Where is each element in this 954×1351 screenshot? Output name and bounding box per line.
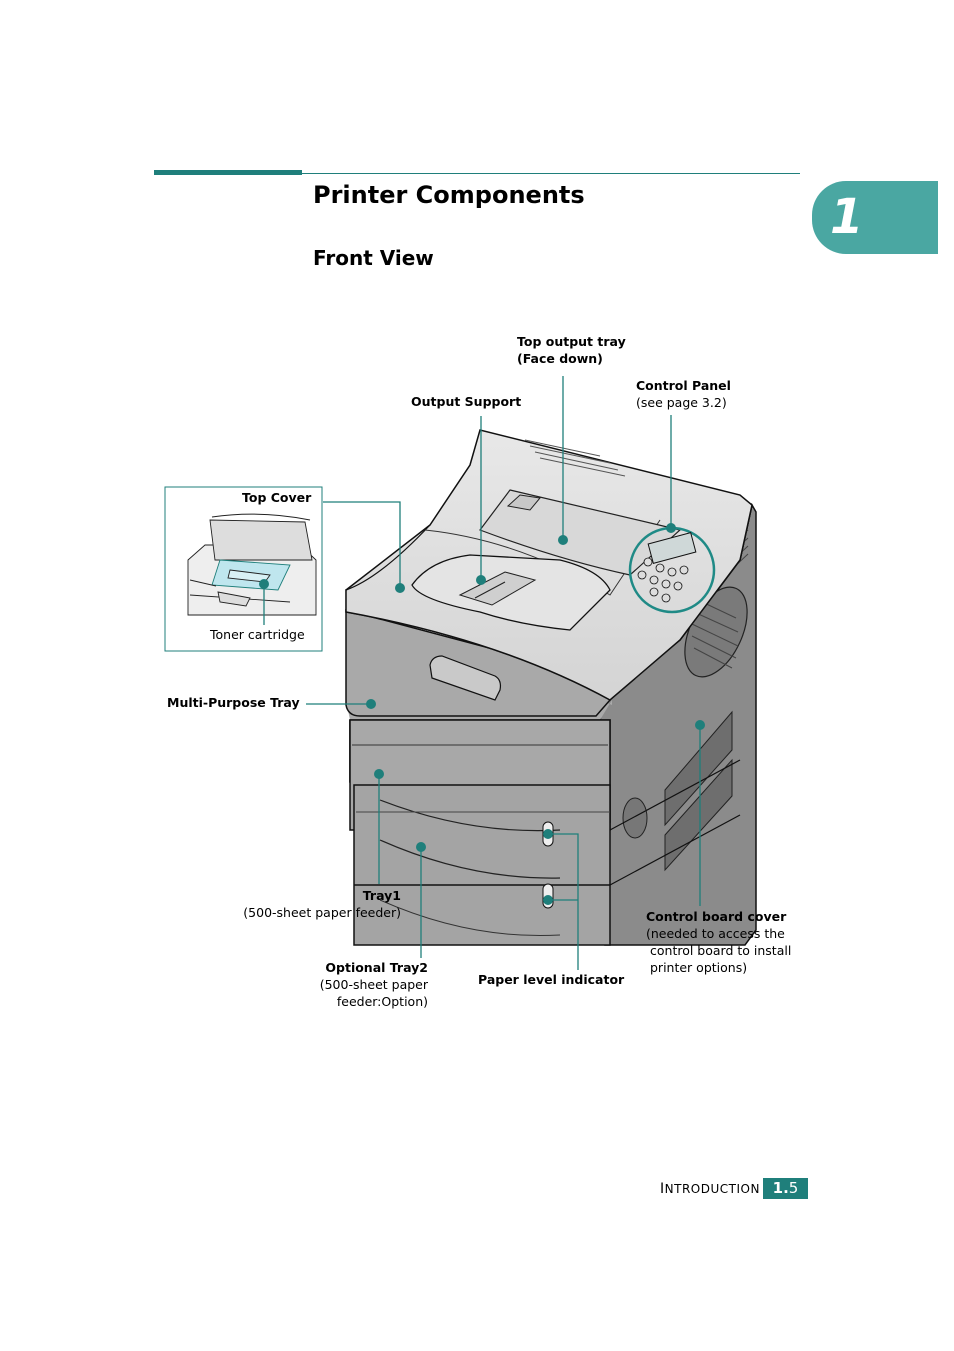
footer-section-name: INTRODUCTION [660,1181,760,1197]
dot-output-support [476,575,486,585]
optional-tray2-front [353,784,611,946]
dot-tray1 [374,769,384,779]
label-top-cover: Top Cover [242,490,312,505]
dot-top-cover [395,583,405,593]
label-top-output-tray: Top output tray (Face down) [517,334,626,366]
label-paper-level-indicator: Paper level indicator [478,972,625,987]
dot-paper-level-2 [543,895,553,905]
label-control-board-cover: Control board cover (needed to access th… [646,909,792,975]
section-title: Front View [313,246,434,270]
dot-top-output-tray [558,535,568,545]
dot-optional-tray2 [416,842,426,852]
chapter-number: 1 [830,189,864,245]
multi-purpose-tray-handle [429,655,502,701]
header-rule-thick [154,170,302,175]
dot-multi-purpose-tray [366,699,376,709]
dot-paper-level-1 [543,829,553,839]
chapter-tab: 1 [812,181,938,254]
label-tray1: Tray1 (500-sheet paper feeder) [243,888,401,920]
dot-control-panel [666,523,676,533]
header-rule-thin [302,173,800,174]
page-title: Printer Components [313,181,585,209]
control-board-cover-panel [664,710,733,827]
label-control-panel: Control Panel (see page 3.2) [636,378,731,410]
toner-inset-illustration [187,513,317,616]
label-output-support: Output Support [411,394,522,409]
dot-toner-cartridge [259,579,269,589]
label-multi-purpose-tray: Multi-Purpose Tray [167,695,300,710]
control-panel-display [647,532,697,564]
dot-control-board-cover [695,720,705,730]
page-number-box: 1.5 [763,1178,808,1199]
label-toner-cartridge: Toner cartridge [210,627,305,642]
label-optional-tray2: Optional Tray2 (500-sheet paper feeder:O… [319,960,428,1009]
